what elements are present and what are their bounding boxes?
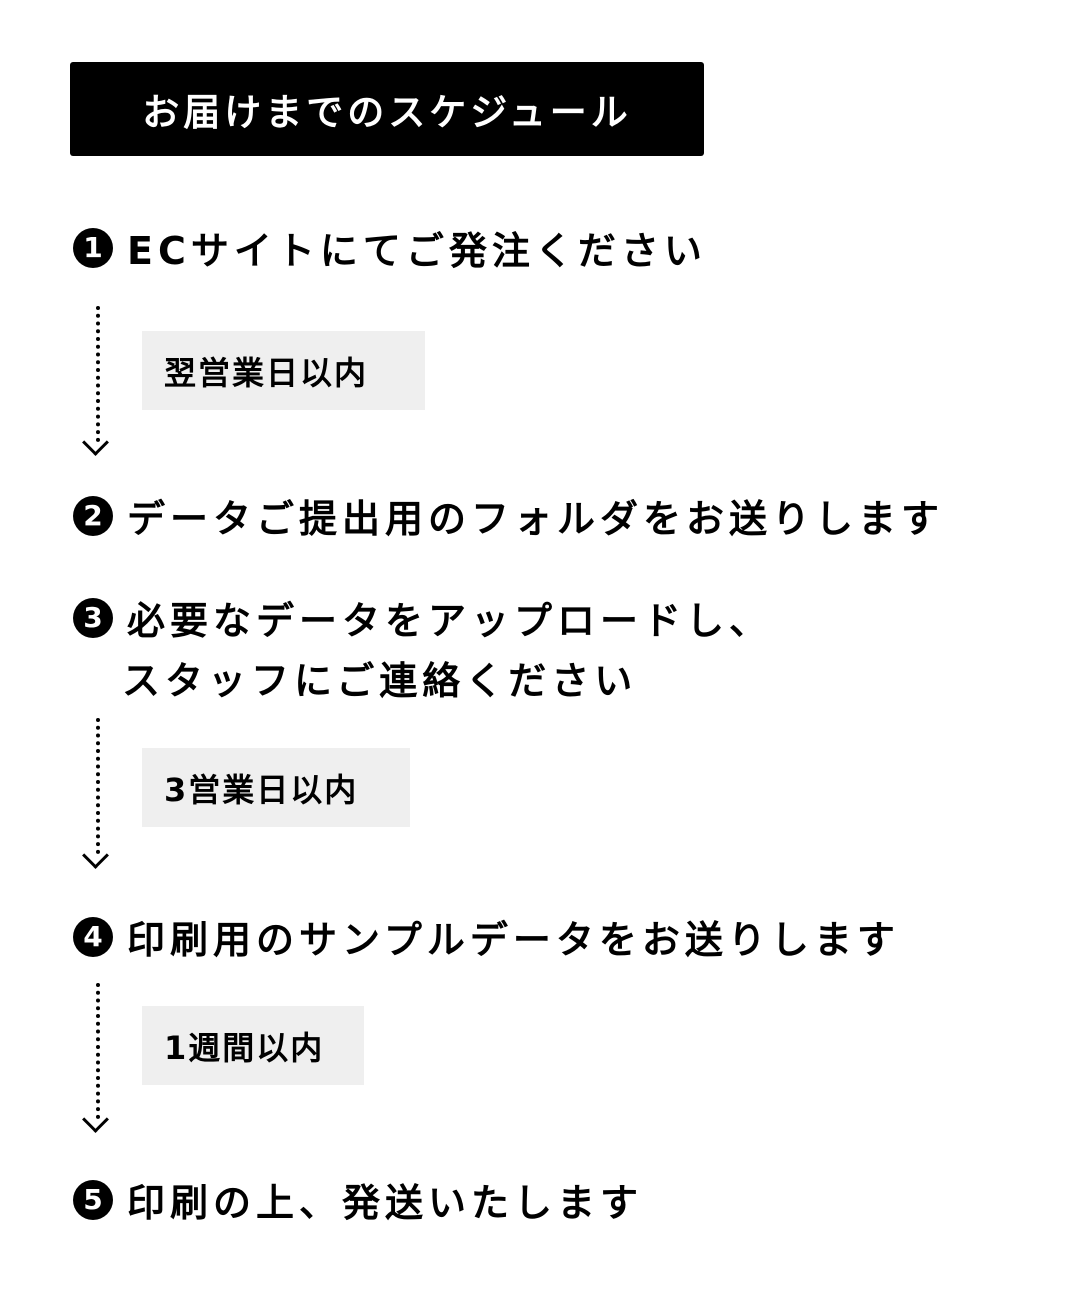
step-2: 2 データご提出用のフォルダをお送りします <box>73 488 944 543</box>
duration-badge: 翌営業日以内 <box>142 331 425 410</box>
step-number-icon: 4 <box>73 916 113 957</box>
arrow-down-icon <box>82 429 109 456</box>
dotted-line <box>96 306 100 442</box>
step-3: 3 必要なデータをアップロードし、 <box>73 590 772 645</box>
schedule-title: お届けまでのスケジュール <box>70 62 704 156</box>
step-text: ECサイトにてご発注ください <box>127 229 707 273</box>
step-number-icon: 2 <box>73 495 113 536</box>
step-1: 1 ECサイトにてご発注ください <box>73 220 707 275</box>
arrow-down-icon <box>82 842 109 869</box>
duration-badge: 1週間以内 <box>142 1006 364 1085</box>
step-number-icon: 5 <box>73 1179 113 1220</box>
step-number-icon: 1 <box>73 227 113 268</box>
step-number-icon: 3 <box>73 597 113 638</box>
step-5: 5 印刷の上、発送いたします <box>73 1172 643 1227</box>
duration-badge: 3営業日以内 <box>142 748 410 827</box>
dotted-line <box>96 718 100 854</box>
step-text: 印刷用のサンプルデータをお送りします <box>127 918 900 962</box>
arrow-down-icon <box>82 1106 109 1133</box>
step-4: 4 印刷用のサンプルデータをお送りします <box>73 909 900 964</box>
step-text: 印刷の上、発送いたします <box>127 1181 644 1225</box>
dotted-line <box>96 983 100 1119</box>
step-text: 必要なデータをアップロードし、 <box>127 599 773 643</box>
step-text-line2: スタッフにご連絡ください <box>122 659 638 703</box>
step-text: データご提出用のフォルダをお送りします <box>127 497 945 541</box>
